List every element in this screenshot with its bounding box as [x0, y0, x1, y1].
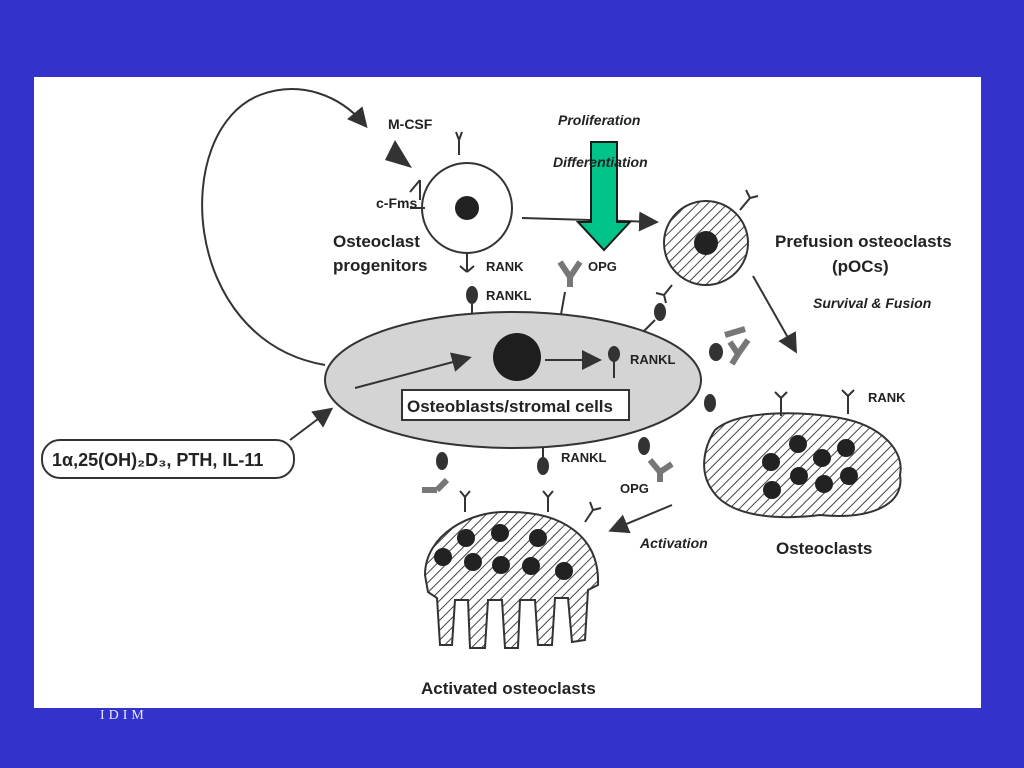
proliferation-label: Proliferation [558, 112, 640, 128]
progenitors-label-1: Osteoclast [333, 232, 420, 251]
rankl-center-label: RANKL [630, 352, 676, 367]
opg-y-top [557, 260, 583, 287]
prefusion-osteoclast [655, 189, 759, 304]
rankl-top-label: RANKL [486, 288, 532, 303]
opg-top-label: OPG [588, 259, 617, 274]
rank-right-label: RANK [868, 390, 906, 405]
stromal-label: Osteoblasts/stromal cells [407, 397, 613, 416]
rankl-dot-top [466, 286, 478, 304]
osteoclast-cell [703, 389, 902, 519]
progenitors-label-2: progenitors [333, 256, 427, 275]
mcsf-label: M-CSF [388, 116, 433, 132]
prefusion-label-1: Prefusion osteoclasts [775, 232, 952, 251]
footer-mark: IDIM [100, 708, 148, 723]
stromal-label-box [401, 389, 630, 421]
rankl-bottom-label: RANKL [561, 450, 607, 465]
activated-osteoclast [423, 490, 602, 649]
opg-highlight-arrow [575, 141, 633, 252]
activation-arrow [608, 504, 673, 534]
activated-osteoclasts-label: Activated osteoclasts [421, 679, 596, 698]
opg-bottom-label: OPG [620, 481, 649, 496]
mcsf-triangle [385, 140, 412, 168]
prefusion-label-2: (pOCs) [832, 257, 889, 276]
hormones-label: 1α,25(OH)₂D₃, PTH, IL-11 [52, 450, 263, 470]
cfms-label: c-Fms [376, 195, 417, 211]
stromal-cell [324, 311, 702, 449]
feedback-arrow [201, 88, 368, 366]
hormones-box [41, 439, 295, 479]
survival-fusion-label: Survival & Fusion [813, 295, 931, 311]
rank-top-label: RANK [486, 259, 524, 274]
progenitor-cell [409, 131, 513, 273]
fusion-arrow [752, 275, 797, 354]
differentiation-label: Differentiation [553, 154, 648, 170]
hormones-arrow [289, 407, 334, 441]
activation-label: Activation [639, 535, 708, 551]
osteoclasts-label: Osteoclasts [776, 539, 872, 558]
proliferation-arrow [521, 211, 659, 232]
